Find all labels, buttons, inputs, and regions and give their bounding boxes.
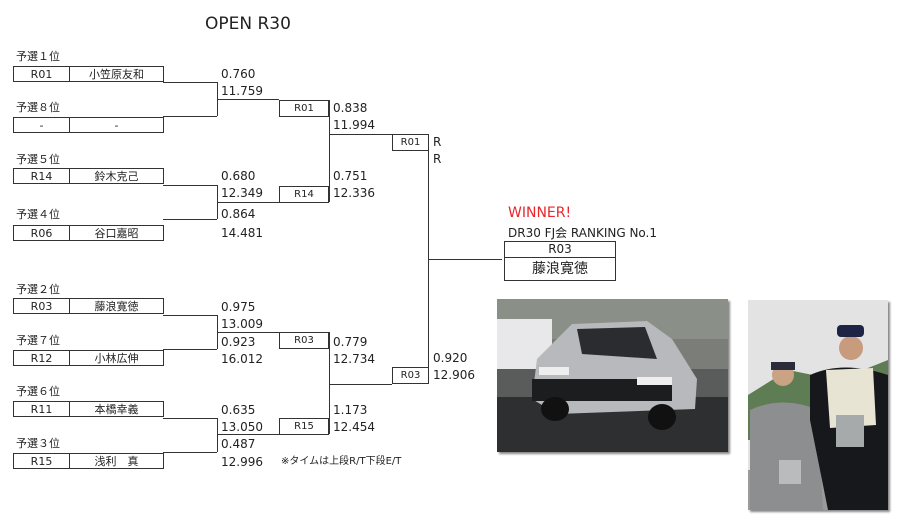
reaction-time: R — [433, 135, 442, 149]
qualifying-rank: 予選８位 — [16, 101, 60, 114]
winners-photo — [748, 300, 888, 510]
reaction-time: 0.975 — [221, 300, 256, 314]
reaction-time: 0.838 — [333, 101, 368, 115]
qualifying-rank: 予選３位 — [16, 437, 60, 450]
bracket-line — [217, 332, 279, 333]
driver-name: 浅利 真 — [94, 455, 139, 468]
elapsed-time: 11.994 — [333, 118, 375, 132]
reaction-time: 0.680 — [221, 169, 256, 183]
bracket-line — [163, 349, 217, 350]
elapsed-time: 12.734 — [333, 352, 375, 366]
reaction-time: 0.864 — [221, 207, 256, 221]
car-number: - — [14, 118, 70, 132]
reaction-time: 1.173 — [333, 403, 368, 417]
car-number: R14 — [14, 169, 70, 183]
elapsed-time: 12.336 — [333, 186, 375, 200]
winner-subtitle: DR30 FJ会 RANKING No.1 — [508, 226, 658, 240]
entrant-box: R15 浅利 真 — [13, 453, 164, 469]
entrant-box: R01 小笠原友和 — [13, 66, 164, 82]
car-number: R12 — [14, 351, 70, 365]
reaction-time: 0.760 — [221, 67, 256, 81]
reaction-time: 0.751 — [333, 169, 368, 183]
round1-winner-box: R01 — [279, 100, 329, 117]
entrant-box: R06 谷口嘉昭 — [13, 225, 164, 241]
reaction-time: 0.923 — [221, 335, 256, 349]
car-number: R15 — [14, 454, 70, 468]
elapsed-time: 16.012 — [221, 352, 263, 366]
entrant-box: R11 本橋幸義 — [13, 401, 164, 417]
bracket-line — [217, 418, 218, 452]
reaction-time: 0.920 — [433, 351, 468, 365]
car-photo — [497, 299, 728, 452]
car-number: R03 — [14, 299, 70, 313]
reaction-time: 0.779 — [333, 335, 368, 349]
driver-name: 本橋幸義 — [94, 403, 139, 416]
bracket-line — [329, 332, 330, 434]
bracket-line — [329, 134, 392, 135]
driver-name: 藤浪寛徳 — [94, 300, 139, 313]
bracket-line — [163, 82, 217, 83]
reaction-time: 0.487 — [221, 437, 256, 451]
bracket-line — [163, 452, 217, 453]
page-title: OPEN R30 — [205, 14, 291, 34]
winner-name: 藤浪寛徳 — [504, 257, 616, 281]
elapsed-time: 14.481 — [221, 226, 263, 240]
round1-winner-box: R14 — [279, 186, 329, 203]
winner-code: R03 — [504, 241, 616, 258]
driver-name: - — [114, 119, 119, 132]
entrant-box: R03 藤浪寛徳 — [13, 298, 164, 314]
time-note: ※タイムは上段R/T下段E/T — [281, 456, 402, 467]
qualifying-rank: 予選４位 — [16, 208, 60, 221]
elapsed-time: 12.996 — [221, 455, 263, 469]
entrant-box: R14 鈴木克己 — [13, 168, 164, 184]
bracket-line — [217, 434, 279, 435]
bracket-line — [163, 315, 217, 316]
qualifying-rank: 予選２位 — [16, 283, 60, 296]
car-number: R11 — [14, 402, 70, 416]
elapsed-time: 12.349 — [221, 186, 263, 200]
round2-winner-box: R01 — [392, 134, 429, 151]
bracket-line — [163, 418, 217, 419]
bracket-line — [163, 185, 217, 186]
qualifying-rank: 予選１位 — [16, 50, 60, 63]
qualifying-rank: 予選７位 — [16, 334, 60, 347]
round1-winner-box: R03 — [279, 332, 329, 349]
elapsed-time: 13.050 — [221, 420, 263, 434]
driver-name: 小笠原友和 — [89, 68, 144, 81]
round1-winner-box: R15 — [279, 418, 329, 435]
elapsed-time: 12.454 — [333, 420, 375, 434]
bracket-line — [217, 99, 279, 100]
elapsed-time: 13.009 — [221, 317, 263, 331]
bracket-line — [163, 219, 217, 220]
driver-name: 谷口嘉昭 — [94, 227, 139, 240]
entrant-box: R12 小林広伸 — [13, 350, 164, 366]
winner-heading: WINNER! — [508, 205, 572, 221]
bracket-line — [428, 259, 502, 260]
elapsed-time: 12.906 — [433, 368, 475, 382]
bracket-line — [329, 384, 392, 385]
elapsed-time: R — [433, 152, 442, 166]
bracket-line — [329, 100, 330, 202]
qualifying-rank: 予選５位 — [16, 153, 60, 166]
round2-winner-box: R03 — [392, 367, 429, 384]
entrant-box: -- — [13, 117, 164, 133]
bracket-line — [217, 202, 279, 203]
car-number: R01 — [14, 67, 70, 81]
driver-name: 小林広伸 — [94, 352, 139, 365]
car-number: R06 — [14, 226, 70, 240]
reaction-time: 0.635 — [221, 403, 256, 417]
qualifying-rank: 予選６位 — [16, 385, 60, 398]
elapsed-time: 11.759 — [221, 84, 263, 98]
driver-name: 鈴木克己 — [94, 170, 139, 183]
bracket-line — [163, 116, 217, 117]
